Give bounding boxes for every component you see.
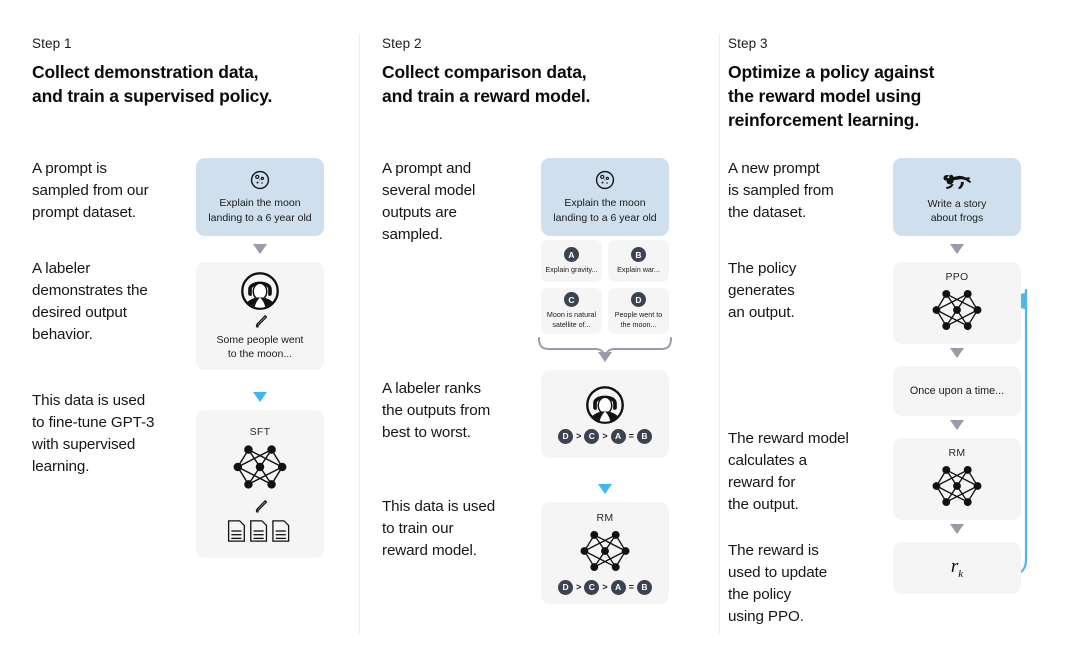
card-rm-title: RM bbox=[948, 447, 966, 459]
arrow-down-blue bbox=[253, 392, 267, 402]
card-labeler-ranking[interactable]: D > C > A = B bbox=[541, 370, 669, 458]
labeler-icon bbox=[240, 271, 280, 311]
rank-badge: C bbox=[584, 428, 600, 444]
column-step-2: Step 2 Collect comparison data, and trai… bbox=[360, 0, 720, 652]
arrow-down-gray bbox=[598, 352, 612, 362]
rank-badge: B bbox=[636, 428, 652, 444]
moon-icon bbox=[594, 169, 616, 191]
card-option-b[interactable]: B Explain war... bbox=[608, 240, 669, 282]
paragraph-policy-update: The reward is used to update the policy … bbox=[728, 542, 828, 626]
option-text: Explain war... bbox=[617, 265, 660, 275]
paragraph-finetune: This data is used to fine-tune GPT-3 wit… bbox=[32, 392, 155, 476]
option-badge: D bbox=[631, 292, 646, 308]
paragraph-labeler-demo: A labeler demonstrates the desired outpu… bbox=[32, 260, 148, 344]
rank-badge: A bbox=[610, 428, 626, 444]
ranking-row: D > C > A = B bbox=[558, 579, 652, 595]
moon-icon bbox=[249, 169, 271, 191]
reward-symbol: rk bbox=[951, 556, 963, 580]
labeler-icon bbox=[585, 385, 625, 425]
card-demonstration-text: Some people went to the moon... bbox=[216, 333, 304, 360]
rank-operator: > bbox=[602, 431, 608, 441]
rank-operator: > bbox=[602, 582, 608, 592]
paragraph-new-prompt: A new prompt is sampled from the dataset… bbox=[728, 160, 834, 222]
documents-icon bbox=[226, 519, 294, 543]
paragraph-ranking: A labeler ranks the outputs from best to… bbox=[382, 380, 491, 442]
column-divider bbox=[719, 34, 720, 634]
paragraph-train-rm: This data is used to train our reward mo… bbox=[382, 498, 496, 560]
card-output-text: Once upon a time... bbox=[909, 384, 1005, 397]
arrow-down-gray bbox=[950, 524, 964, 534]
step-title: Optimize a policy against the reward mod… bbox=[728, 62, 935, 131]
card-reward-model[interactable]: RM D bbox=[541, 502, 669, 604]
arrow-down-blue bbox=[598, 484, 612, 494]
frog-icon bbox=[942, 169, 972, 191]
rank-operator: = bbox=[628, 431, 634, 441]
option-text: Explain gravity... bbox=[545, 265, 598, 275]
card-prompt-text: Explain the moon landing to a 6 year old bbox=[553, 197, 657, 224]
neural-network-icon bbox=[928, 285, 986, 335]
rank-operator: = bbox=[628, 582, 634, 592]
step-label: Step 2 bbox=[382, 36, 422, 51]
card-reward-value[interactable]: rk bbox=[893, 542, 1021, 594]
step-label: Step 3 bbox=[728, 36, 768, 51]
paragraph-policy-output: The policy generates an output. bbox=[728, 260, 797, 322]
rank-badge: B bbox=[636, 579, 652, 595]
card-option-a[interactable]: A Explain gravity... bbox=[541, 240, 602, 282]
card-sft-title: SFT bbox=[249, 425, 271, 438]
option-text: People went to the moon... bbox=[614, 310, 663, 329]
rank-badge: D bbox=[558, 579, 574, 595]
arrow-down-gray bbox=[950, 348, 964, 358]
neural-network-icon bbox=[928, 461, 986, 511]
card-option-d[interactable]: D People went to the moon... bbox=[608, 288, 669, 334]
card-prompt[interactable]: Explain the moon landing to a 6 year old bbox=[196, 158, 324, 236]
arrow-down-gray bbox=[950, 420, 964, 430]
card-policy-output[interactable]: Once upon a time... bbox=[893, 366, 1021, 416]
arrow-down-gray bbox=[253, 244, 267, 254]
card-sft-model[interactable]: SFT bbox=[196, 410, 324, 558]
card-prompt-text: Explain the moon landing to a 6 year old bbox=[208, 197, 312, 224]
rank-badge: C bbox=[584, 579, 600, 595]
card-prompt[interactable]: Explain the moon landing to a 6 year old bbox=[541, 158, 669, 236]
card-demonstration[interactable]: Some people went to the moon... bbox=[196, 262, 324, 370]
card-ppo-title: PPO bbox=[945, 271, 969, 283]
column-step-1: Step 1 Collect demonstration data, and t… bbox=[0, 0, 360, 652]
ranking-row: D > C > A = B bbox=[558, 428, 652, 444]
option-badge: C bbox=[564, 292, 579, 308]
rank-badge: A bbox=[610, 579, 626, 595]
rank-operator: > bbox=[576, 431, 582, 441]
card-option-c[interactable]: C Moon is natural satellite of... bbox=[541, 288, 602, 334]
reward-symbol-subscript: k bbox=[958, 567, 964, 580]
pencil-icon bbox=[252, 498, 269, 515]
reward-symbol-base: r bbox=[950, 556, 959, 578]
step-title: Collect comparison data, and train a rew… bbox=[382, 62, 591, 107]
paragraph-prompt-sampling: A prompt is sampled from our prompt data… bbox=[32, 160, 149, 222]
card-ppo-policy[interactable]: PPO bbox=[893, 262, 1021, 344]
neural-network-icon bbox=[576, 526, 634, 576]
option-badge: A bbox=[564, 247, 579, 263]
rank-operator: > bbox=[576, 582, 582, 592]
column-step-3: Step 3 Optimize a policy against the rew… bbox=[720, 0, 1080, 652]
paragraph-sampling: A prompt and several model outputs are s… bbox=[382, 160, 476, 244]
card-rm-title: RM bbox=[596, 511, 614, 524]
pencil-icon bbox=[252, 313, 269, 330]
column-divider bbox=[359, 34, 360, 634]
arrow-down-gray bbox=[950, 244, 964, 254]
step-title: Collect demonstration data, and train a … bbox=[32, 62, 273, 107]
step-label: Step 1 bbox=[32, 36, 72, 51]
paragraph-reward-calc: The reward model calculates a reward for… bbox=[728, 430, 849, 514]
card-reward-model[interactable]: RM bbox=[893, 438, 1021, 520]
option-text: Moon is natural satellite of... bbox=[546, 310, 597, 329]
rank-badge: D bbox=[558, 428, 574, 444]
neural-network-icon bbox=[229, 440, 291, 494]
option-badge: B bbox=[631, 247, 646, 263]
card-prompt-text: Write a story about frogs bbox=[927, 197, 987, 224]
card-prompt[interactable]: Write a story about frogs bbox=[893, 158, 1021, 236]
